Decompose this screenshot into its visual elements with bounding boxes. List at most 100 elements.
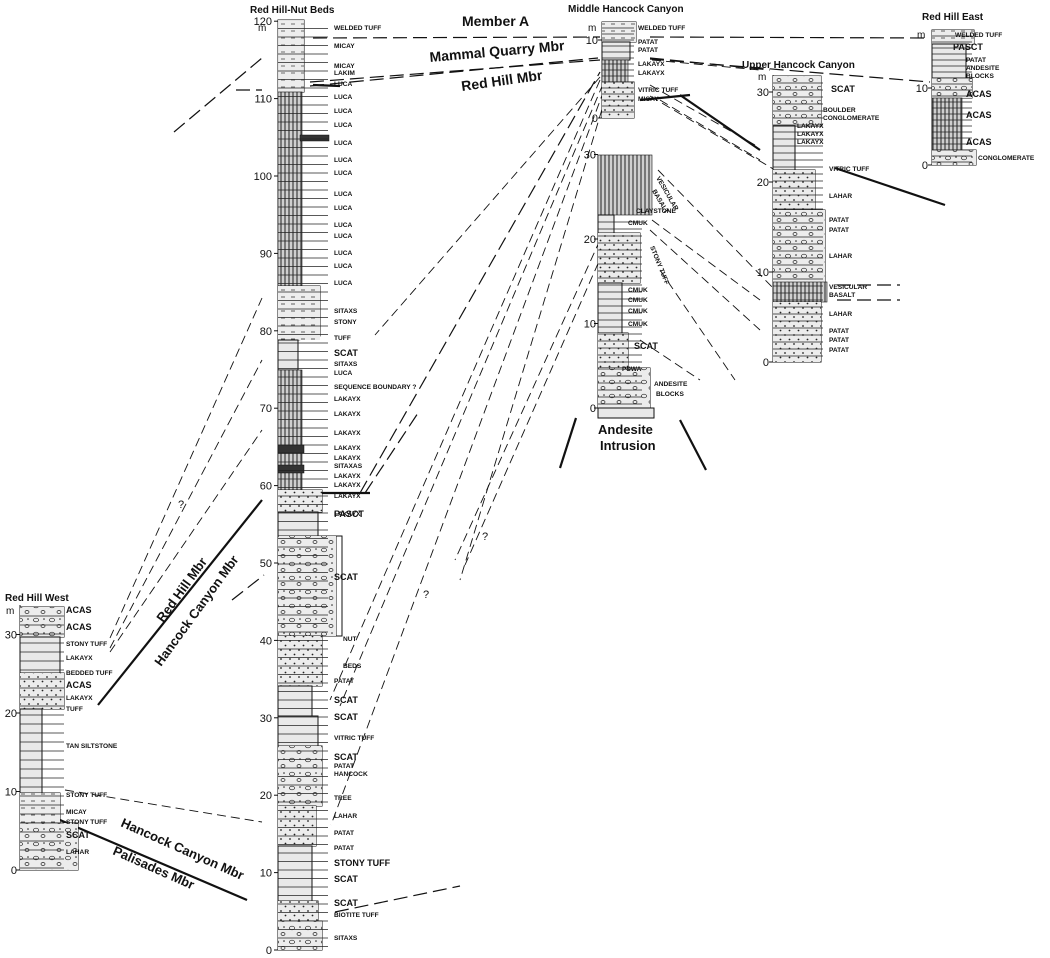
unit-label: m xyxy=(917,30,925,41)
query-mark: ? xyxy=(178,499,184,511)
lithology-label: WELDED TUFF xyxy=(955,32,1002,39)
axis-tick-label: 50 xyxy=(260,558,272,570)
lithology-label: PATAT xyxy=(829,227,849,234)
lithology-label: STONY TUFF xyxy=(648,245,670,286)
lithology-label: LUCA xyxy=(334,108,353,115)
lithology-label: LAHAR xyxy=(829,253,852,260)
lithology-label: TUFF xyxy=(334,335,351,342)
lithology-label: CMUK xyxy=(628,297,648,304)
lithology-label: VITRIC TUFF xyxy=(829,166,869,173)
lithology-label: WELDED TUFF xyxy=(334,25,381,32)
unit-label: m xyxy=(258,23,266,34)
lithology-label: MICAY xyxy=(334,63,355,70)
lithology-label: CONGLOMERATE xyxy=(823,115,880,122)
axis-tick-label: 10 xyxy=(586,35,598,47)
axis-tick-label: 10 xyxy=(584,319,596,331)
luca-interval xyxy=(277,91,303,287)
lithology-label: LUCA xyxy=(334,205,353,212)
lithology-label: ACAS xyxy=(966,110,992,120)
query-marks: ? ? ? xyxy=(178,499,488,601)
axis-tick-label: 0 xyxy=(922,160,928,172)
lithology-label: HANCOCK xyxy=(334,771,368,778)
lithology-label: SCAT xyxy=(831,84,855,94)
lithology-label: LAKIM xyxy=(334,70,355,77)
axis-tick-label: 0 xyxy=(11,865,17,877)
lithology-label: LAKAYX xyxy=(334,482,361,489)
lithology-label: MICAY xyxy=(66,809,87,816)
lithology-label: LAKAYX xyxy=(638,70,665,77)
lithology-label: SCAT xyxy=(334,695,358,705)
axis-tick-label: 30 xyxy=(757,87,769,99)
lithology-label: SCAT xyxy=(66,830,90,840)
query-mark: ? xyxy=(423,589,429,601)
lithology-label: SCAT xyxy=(634,341,658,351)
lithology-label: LAKAYX xyxy=(66,695,93,702)
lithology-label: PATAT xyxy=(334,830,354,837)
lithology-label: CMUK xyxy=(628,321,648,328)
lithology-label: PATAT xyxy=(829,337,849,344)
lithology-label: BLOCKS xyxy=(656,391,684,398)
lithology-label: TREE xyxy=(334,795,352,802)
lithology-label: ANDESITE xyxy=(654,381,688,388)
lithology-label: LAHAR xyxy=(829,311,852,318)
lithology-label: BOULDER xyxy=(823,107,856,114)
lithology-label: NUT xyxy=(343,636,357,643)
vesicular-basalt-layer xyxy=(772,281,828,303)
lithology-label: SCAT xyxy=(334,898,358,908)
lithology-label: LUCA xyxy=(334,233,353,240)
lithology-label: LUCA xyxy=(334,370,353,377)
lithology-label: PATAT xyxy=(829,217,849,224)
lithology-label: LAHAR xyxy=(334,0,366,2)
lithology-label: CLAYSTONE xyxy=(636,208,677,215)
lithology-label: LAKAYX xyxy=(66,655,93,662)
member-a-label: Member A xyxy=(462,13,529,29)
axis-tick-label: 0 xyxy=(763,357,769,369)
lithology-label: MICAY xyxy=(638,96,659,103)
axis-tick-label: 10 xyxy=(916,83,928,95)
lithology-label: LAKAYX xyxy=(334,473,361,480)
lithology-label: ACAS xyxy=(966,89,992,99)
lithology-label: PATAT xyxy=(334,845,354,852)
lithology-label: LUCA xyxy=(334,81,353,88)
vesicular-basalt-layer xyxy=(597,154,653,216)
lithology-label: TUFF xyxy=(66,706,83,713)
lithology-label: SCAT xyxy=(334,874,358,884)
lithology-label: PATAT xyxy=(829,347,849,354)
lithology-label: LUCA xyxy=(334,122,353,129)
section-title: Middle Hancock Canyon xyxy=(568,4,684,15)
lithology-label: BEDDED TUFF xyxy=(66,670,113,677)
lithology-label: SCAT xyxy=(334,572,358,582)
lithology-label: VITRIC TUFF xyxy=(334,735,374,742)
section-title: Red Hill East xyxy=(922,12,984,23)
lithology-label: PATAT xyxy=(966,57,986,64)
lithology-label: STONY xyxy=(334,319,357,326)
axis-tick-label: 120 xyxy=(254,16,272,28)
lithology-label: BEDS xyxy=(343,663,362,670)
lithology-label: PATAT xyxy=(334,678,354,685)
lithology-label: LUCA xyxy=(334,157,353,164)
lithology-label: VESICULAR xyxy=(829,284,867,291)
lithology-label: ACAS xyxy=(66,680,92,690)
axis-tick-label: 10 xyxy=(260,868,272,880)
lithology-label: PASCT xyxy=(953,42,983,52)
section-title: Upper Hancock Canyon xyxy=(742,60,855,71)
lithology-label: LAKAYX xyxy=(334,445,361,452)
axis-tick-label: 20 xyxy=(260,790,272,802)
section-title: Red Hill West xyxy=(5,593,69,604)
lithology-label: LAKAYX xyxy=(334,511,361,518)
lithology-label: BIOTITE TUFF xyxy=(334,912,379,919)
correlation-lines xyxy=(59,36,946,913)
andesite-intrusion-label: Andesite xyxy=(598,422,653,437)
axis-tick-label: 30 xyxy=(584,150,596,162)
axis-tick-label: 0 xyxy=(590,403,596,415)
lithology-label: ANDESITE xyxy=(966,65,1000,72)
section-title: Red Hill-Nut Beds xyxy=(250,5,335,16)
lithology-label: LUCA xyxy=(334,140,353,147)
unit-label: m xyxy=(758,72,766,83)
lithology-label: PATAT xyxy=(638,39,658,46)
lithology-label: PATAT xyxy=(638,47,658,54)
section-red-hill-nut-beds: Red Hill-Nut Beds m 01020304050607080901… xyxy=(250,0,416,957)
